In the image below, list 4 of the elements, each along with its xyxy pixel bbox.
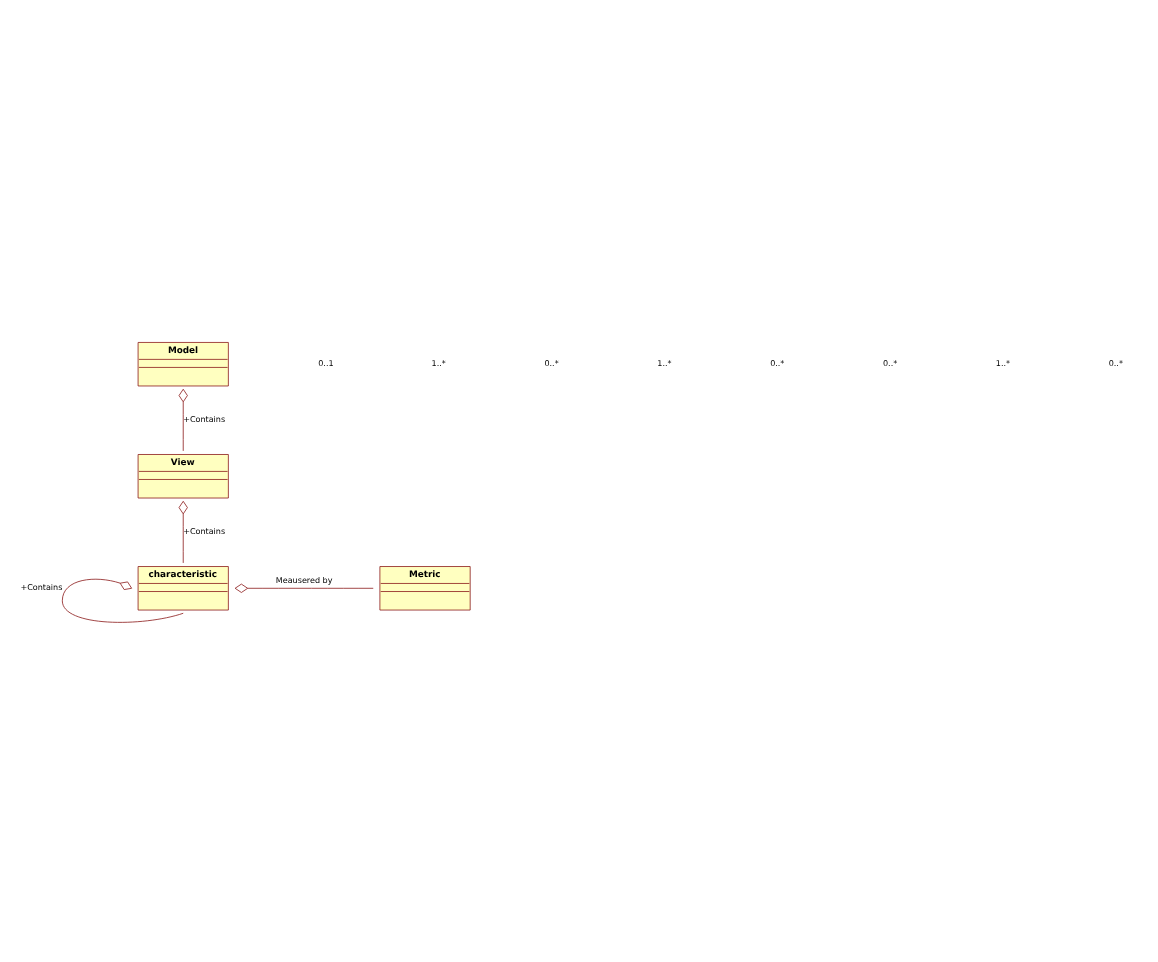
- connector: [234, 583, 374, 593]
- connector: [178, 500, 188, 564]
- connector: [61, 578, 184, 623]
- connector: [178, 388, 188, 452]
